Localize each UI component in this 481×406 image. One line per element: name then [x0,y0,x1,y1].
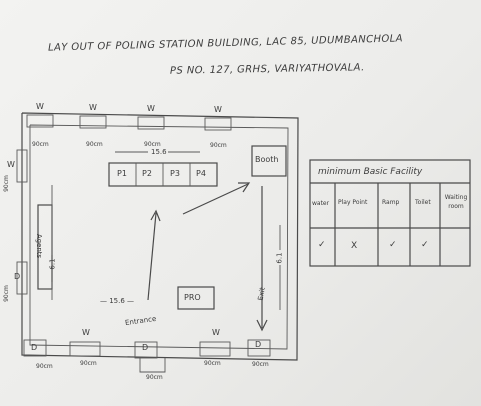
door-bottom-1 [23,339,47,357]
dimension-label: 90cm [146,374,163,381]
facility-header-ramp: Ramp [382,199,400,206]
room-width-left: 6.1 [48,258,57,270]
window-mark: W [82,328,90,337]
window-mark: W [89,103,97,112]
dimension-label: 90cm [32,141,49,148]
outer-wall [21,112,299,361]
door-mark: D [255,340,262,349]
dimension-label: 90cm [144,141,161,148]
arrow-entrance-up [147,212,157,301]
dimension-label: 90cm [204,360,221,367]
facility-value-ramp: ✓ [389,240,397,250]
room-length-top: 15.6 [151,148,167,156]
door-bottom-2 [134,341,158,359]
officer-p3: P3 [170,169,180,178]
window-bottom-2 [199,341,231,357]
facility-table-title: minimum Basic Facility [318,167,423,177]
window-top-3 [137,116,165,130]
arrow-to-booth [182,183,249,215]
window-mark: W [214,105,222,114]
pro-label: PRO [184,293,201,302]
door-mark: D [31,343,38,352]
dimension-label: 90cm [36,363,53,370]
facility-value-playpoint: X [351,241,358,251]
arrow-head [256,319,268,332]
facility-value-water: ✓ [318,240,326,250]
window-top-2 [79,115,107,129]
room-width-right: 6.1 [275,252,284,264]
facility-value-toilet: ✓ [421,240,429,250]
pro-table [177,286,215,310]
facility-header-playpoint: Play Point [338,199,368,206]
window-mark: W [7,160,15,169]
officer-p1: P1 [117,169,127,178]
dimension-label: 90cm [2,285,10,302]
window-mark: W [36,102,44,111]
voting-booth [251,145,287,177]
agents-label: Agents [35,233,44,259]
window-left [16,149,28,183]
entrance-step [139,358,166,373]
facility-table-frame [309,159,471,267]
door-mark: D [142,343,149,352]
window-top-1 [26,114,54,128]
facility-header-toilet: Toilet [415,199,431,206]
window-mark: W [147,104,155,113]
dimension-label: 90cm [252,361,269,368]
facility-header-waiting: Waiting room [444,194,468,210]
dimension-label: 90cm [2,175,10,192]
dimension-label: 90cm [80,360,97,367]
window-mark: W [212,328,220,337]
booth-label: Booth [255,155,279,164]
arrow-head [150,209,161,222]
window-bottom-1 [69,341,101,357]
facility-header-water: water [312,200,330,207]
door-mark: D [14,272,21,281]
room-length-bottom: — 15.6 — [100,297,135,305]
arrow-head [238,182,251,193]
dimension-label: 90cm [210,142,227,149]
dimension-label: 90cm [86,141,103,148]
window-top-4 [204,117,232,131]
door-left [16,261,28,295]
officer-p2: P2 [142,169,152,178]
inner-wall [29,124,289,350]
officer-p4: P4 [196,169,206,178]
door-bottom-3 [247,339,271,357]
